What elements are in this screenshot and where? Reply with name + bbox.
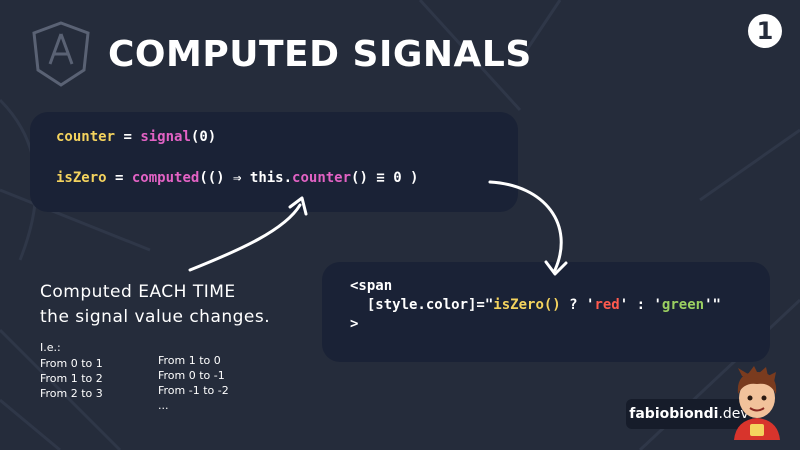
code-line-span-open: <span bbox=[350, 278, 393, 294]
example-item: From 1 to 2 bbox=[40, 372, 103, 385]
code-token-operator: = bbox=[106, 170, 132, 186]
code-token-function: counter bbox=[292, 170, 352, 186]
brand-tld: .dev bbox=[718, 406, 749, 422]
arrow-up-icon bbox=[188, 203, 302, 272]
author-avatar-icon bbox=[734, 366, 780, 440]
code-token-attr: [style.color]=" bbox=[350, 297, 494, 313]
code-token-comparison: () ≡ 0 ) bbox=[351, 170, 419, 186]
code-token-quote: '" bbox=[704, 297, 721, 313]
code-token-variable: counter bbox=[56, 129, 116, 145]
brand-name: fabiobiondi bbox=[629, 406, 719, 422]
page-title: COMPUTED SIGNALS bbox=[108, 34, 532, 75]
example-item: From 2 to 3 bbox=[40, 387, 103, 400]
brand-label: fabiobiondi.dev bbox=[626, 399, 752, 429]
code-line-span-close: > bbox=[350, 316, 359, 332]
note-line-1: Computed EACH TIME bbox=[40, 282, 236, 302]
example-item: From 1 to 0 bbox=[158, 354, 221, 367]
code-token-string-red: red bbox=[594, 297, 620, 313]
code-token-string-green: green bbox=[661, 297, 705, 313]
code-block-template: <span [style.color]="isZero() ? 'red' : … bbox=[322, 262, 770, 362]
note-line-2: the signal value changes. bbox=[40, 307, 271, 327]
code-token-variable: isZero bbox=[56, 170, 107, 186]
code-token-operator: = bbox=[115, 129, 141, 145]
example-item: ... bbox=[158, 399, 169, 412]
example-item: From 0 to -1 bbox=[158, 369, 225, 382]
example-item: From -1 to -2 bbox=[158, 384, 229, 397]
code-token-function: signal bbox=[140, 129, 191, 145]
code-line-counter: counter = signal(0) bbox=[56, 129, 216, 145]
example-label: I.e.: bbox=[40, 341, 61, 354]
code-token-operator: ? ' bbox=[560, 297, 595, 313]
code-token-args: (0) bbox=[190, 129, 217, 145]
code-block-signals: counter = signal(0) isZero = computed(()… bbox=[30, 112, 518, 212]
code-line-style-binding: [style.color]="isZero() ? 'red' : 'green… bbox=[350, 297, 721, 313]
explanation-note: Computed EACH TIME the signal value chan… bbox=[40, 280, 270, 330]
example-column-1: From 0 to 1 From 1 to 2 From 2 to 3 bbox=[40, 356, 103, 401]
code-token-operator: ' : ' bbox=[619, 297, 662, 313]
slide-number-badge: 1 bbox=[748, 14, 782, 48]
angular-logo-icon bbox=[32, 21, 90, 87]
example-column-2: From 1 to 0 From 0 to -1 From -1 to -2 .… bbox=[158, 353, 229, 413]
code-token-function: computed bbox=[131, 170, 200, 186]
code-token-variable: isZero() bbox=[493, 297, 561, 313]
arrow-down-icon bbox=[488, 180, 563, 272]
example-item: From 0 to 1 bbox=[40, 357, 103, 370]
code-line-iszero: isZero = computed(() ⇒ this.counter() ≡ … bbox=[56, 170, 418, 186]
arrowhead-up-icon bbox=[288, 196, 308, 216]
code-token-arrow: (() ⇒ this. bbox=[199, 170, 293, 186]
arrowhead-down-icon bbox=[544, 260, 568, 276]
